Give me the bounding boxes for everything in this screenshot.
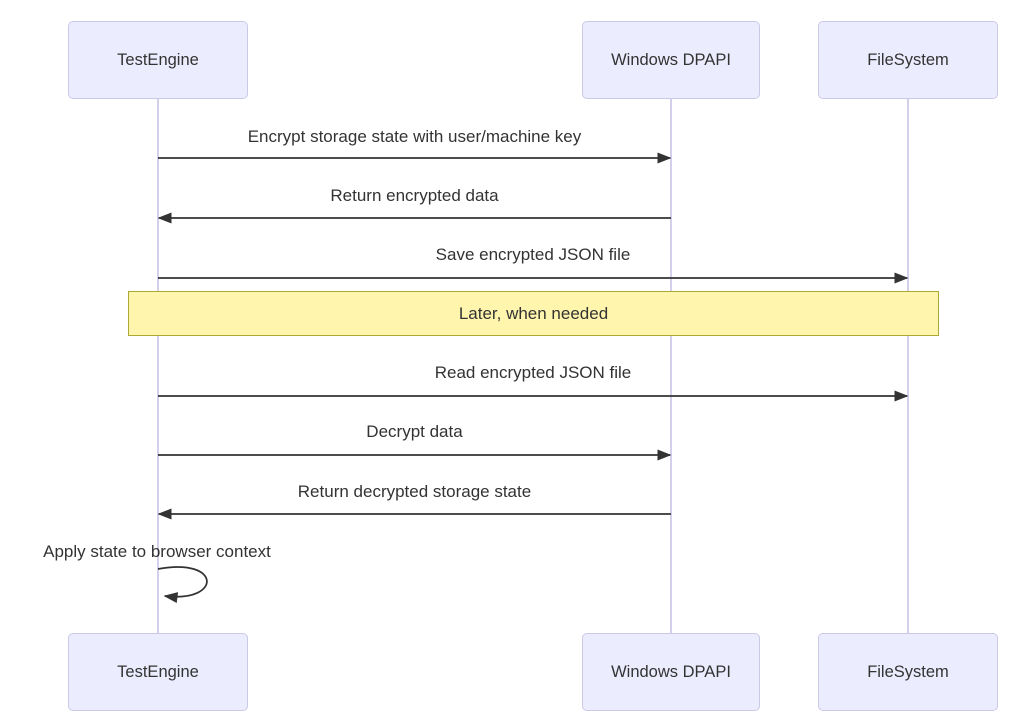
- actor-testengine-top: TestEngine: [68, 21, 248, 99]
- actor-label: TestEngine: [117, 50, 199, 69]
- message-label-save-encrypted-json: Save encrypted JSON file: [435, 245, 631, 264]
- actor-label: Windows DPAPI: [611, 50, 731, 69]
- message-label-decrypt-data: Decrypt data: [366, 422, 463, 441]
- actor-filesystem-top: FileSystem: [818, 21, 998, 99]
- actor-label: Windows DPAPI: [611, 662, 731, 681]
- actor-label: TestEngine: [117, 662, 199, 681]
- actor-label: FileSystem: [867, 662, 949, 681]
- actor-windows-dpapi-top: Windows DPAPI: [582, 21, 760, 99]
- message-label-read-encrypted-json: Read encrypted JSON file: [434, 363, 632, 382]
- note-later-when-needed: Later, when needed: [128, 291, 939, 336]
- message-label-apply-state: Apply state to browser context: [43, 542, 271, 561]
- actor-testengine-bottom: TestEngine: [68, 633, 248, 711]
- actor-filesystem-bottom: FileSystem: [818, 633, 998, 711]
- message-label-return-encrypted-data: Return encrypted data: [330, 186, 499, 205]
- actor-windows-dpapi-bottom: Windows DPAPI: [582, 633, 760, 711]
- arrow-apply-state-self-loop: [157, 566, 208, 603]
- actor-label: FileSystem: [867, 50, 949, 69]
- message-label-return-decrypted-state: Return decrypted storage state: [297, 482, 532, 501]
- message-label-encrypt-storage-state: Encrypt storage state with user/machine …: [247, 127, 582, 146]
